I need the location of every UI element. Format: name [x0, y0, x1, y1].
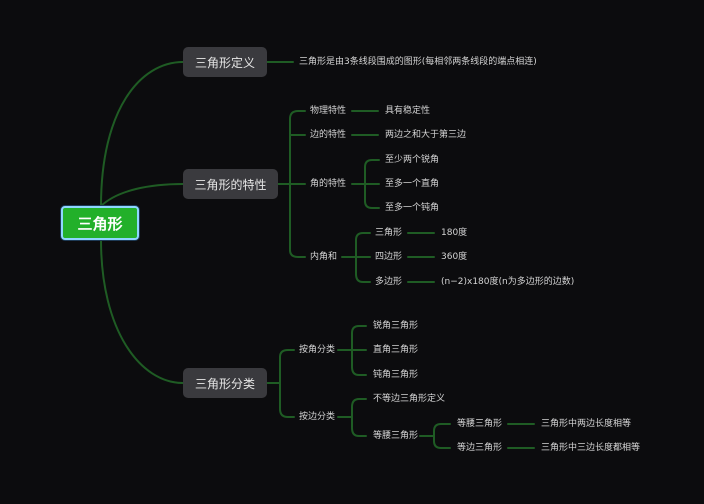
- side-property-value[interactable]: 两边之和大于第三边: [385, 130, 467, 140]
- node-isosceles[interactable]: 等腰三角形: [373, 431, 419, 441]
- by-angle-item[interactable]: 锐角三角形: [373, 321, 419, 331]
- node-by-side[interactable]: 按边分类: [299, 412, 336, 422]
- isosceles-sub-desc[interactable]: 三角形中两边长度相等: [541, 419, 632, 429]
- node-definition[interactable]: 三角形定义: [183, 47, 267, 77]
- node-side-property[interactable]: 边的特性: [310, 130, 347, 140]
- by-angle-item[interactable]: 直角三角形: [373, 345, 419, 355]
- by-angle-item[interactable]: 钝角三角形: [373, 370, 419, 380]
- node-angle-sum[interactable]: 内角和: [310, 252, 338, 262]
- scalene-item[interactable]: 不等边三角形定义: [373, 394, 446, 404]
- isosceles-sub-label[interactable]: 等腰三角形: [457, 419, 503, 429]
- equilateral-label[interactable]: 等边三角形: [457, 443, 503, 453]
- physical-property-value[interactable]: 具有稳定性: [385, 106, 431, 116]
- root-node[interactable]: 三角形: [61, 206, 139, 240]
- angle-sum-shape[interactable]: 多边形: [375, 277, 403, 287]
- definition-text[interactable]: 三角形是由3条线段围成的图形(每相邻两条线段的端点相连): [299, 57, 537, 67]
- angle-sum-shape[interactable]: 三角形: [375, 228, 403, 238]
- angle-sum-value[interactable]: (n−2)x180度(n为多边形的边数): [441, 277, 575, 287]
- equilateral-desc[interactable]: 三角形中三边长度都相等: [541, 443, 641, 453]
- node-angle-property[interactable]: 角的特性: [310, 179, 347, 189]
- node-classification[interactable]: 三角形分类: [183, 368, 267, 398]
- angle-property-item[interactable]: 至多一个钝角: [385, 203, 440, 213]
- node-by-angle[interactable]: 按角分类: [299, 345, 336, 355]
- node-physical-property[interactable]: 物理特性: [310, 106, 347, 116]
- angle-sum-value[interactable]: 360度: [441, 252, 468, 262]
- angle-property-item[interactable]: 至少两个锐角: [385, 155, 440, 165]
- angle-sum-value[interactable]: 180度: [441, 228, 468, 238]
- node-properties[interactable]: 三角形的特性: [183, 169, 278, 199]
- angle-property-item[interactable]: 至多一个直角: [385, 179, 440, 189]
- angle-sum-shape[interactable]: 四边形: [375, 252, 403, 262]
